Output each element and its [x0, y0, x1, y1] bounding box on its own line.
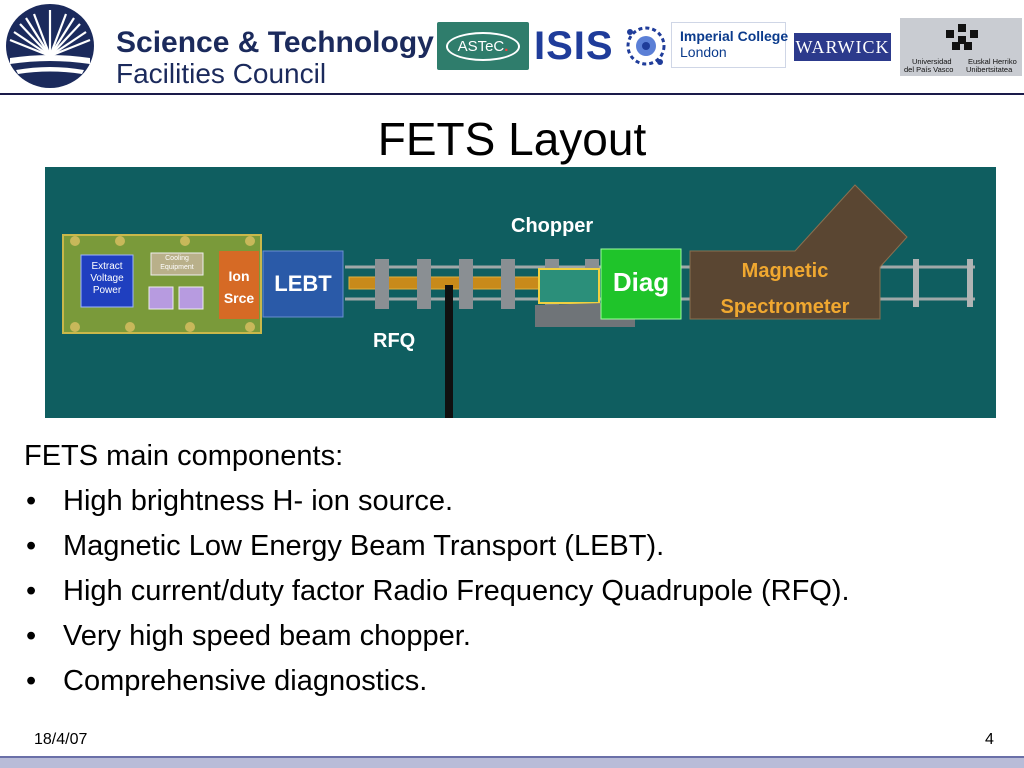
upv-ehu-logo: Universidad del País Vasco Euskal Herrik… [900, 18, 1022, 76]
list-item: • High brightness H- ion source. [24, 484, 850, 529]
org-name-line1: Science & Technology [116, 26, 434, 59]
lebt-label: LEBT [274, 271, 332, 296]
warwick-logo: WARWICK [794, 33, 891, 61]
cooling-equipment-label: Cooling Equipment [151, 254, 203, 272]
isis-emblem-icon [626, 26, 666, 66]
extract-voltage-power-box [80, 254, 134, 308]
extract-line1: Extract [91, 261, 123, 272]
diag-box [600, 248, 682, 320]
ion-source-label: Ion Srce [219, 265, 259, 309]
upv-left-line2: del País Vasco [904, 65, 954, 74]
bullet-glyph: • [26, 575, 37, 607]
magnetic-line1: Magnetic [741, 260, 829, 282]
bullet-glyph: • [26, 530, 37, 562]
rfq-support-pole [445, 285, 453, 418]
slide-title: FETS Layout [377, 113, 647, 165]
list-item: • Magnetic Low Energy Beam Transport (LEB… [24, 529, 850, 574]
chopper-label: Chopper [511, 215, 594, 237]
extract-line3: Power [92, 285, 122, 296]
magnetic-spectrometer-label: Magnetic Spectrometer [695, 253, 875, 325]
chopper-section [538, 268, 600, 304]
upv-right-line2: Unibertsitatea [966, 65, 1013, 74]
cooling-line2: Equipment [160, 264, 194, 271]
magnetic-spectrometer-shape [689, 184, 908, 320]
imperial-line2: London [680, 44, 727, 60]
bullet-glyph: • [26, 485, 37, 517]
rfq-label: RFQ [373, 330, 416, 352]
fets-layout-diagram: Chopper RFQ Extract Voltage Power Coolin… [45, 167, 996, 418]
imperial-line1: Imperial College [680, 28, 789, 44]
components-intro: FETS main components: [24, 440, 344, 472]
list-item-text: High brightness H- ion source. [63, 485, 454, 517]
footer-bar [0, 756, 1024, 768]
extract-voltage-power-label: Extract Voltage Power [81, 261, 133, 297]
cooling-line1: Cooling [165, 255, 189, 262]
stfc-sunburst-logo-icon [6, 4, 94, 88]
astec-logo: ASTeC. [437, 22, 529, 70]
list-item-text: High current/duty factor Radio Frequency… [63, 575, 850, 607]
extract-line2: Voltage [90, 273, 124, 284]
ion-source-box [219, 251, 259, 319]
list-item-text: Comprehensive diagnostics. [63, 665, 428, 697]
rack-box-2 [178, 286, 204, 310]
imperial-college-logo: Imperial College London [671, 22, 789, 68]
cooling-equipment-box [150, 252, 204, 276]
ion-line1: Ion [228, 268, 250, 284]
list-item: • High current/duty factor Radio Frequenc… [24, 574, 850, 619]
magnetic-line2: Spectrometer [720, 296, 850, 318]
bullet-glyph: • [26, 665, 37, 697]
diag-label: Diag [612, 267, 670, 297]
astec-logo-text: ASTeC [457, 37, 505, 55]
header: Science & Technology Facilities Council … [0, 0, 1024, 95]
list-item: • Comprehensive diagnostics. [24, 664, 850, 709]
header-divider [0, 93, 1024, 95]
components-list: • High brightness H- ion source. • Magneti… [24, 484, 850, 709]
ion-line2: Srce [223, 290, 255, 306]
slide-date: 18/4/07 [34, 731, 88, 748]
list-item: • Very high speed beam chopper. [24, 619, 850, 664]
upv-right-line1: Euskal Herriko [968, 57, 1017, 66]
bullet-glyph: • [26, 620, 37, 652]
org-name-line2: Facilities Council [116, 58, 327, 89]
upv-left-line1: Universidad [912, 57, 952, 66]
fets-layout-drawing [62, 184, 975, 418]
isis-logo-text: ISIS [534, 24, 614, 68]
lebt-box [262, 250, 344, 318]
page-number: 4 [985, 731, 994, 748]
upv-emblem-icon [946, 24, 978, 50]
list-item-text: Very high speed beam chopper. [63, 620, 471, 652]
rack-box-1 [148, 286, 174, 310]
list-item-text: Magnetic Low Energy Beam Transport (LEBT… [63, 530, 665, 562]
